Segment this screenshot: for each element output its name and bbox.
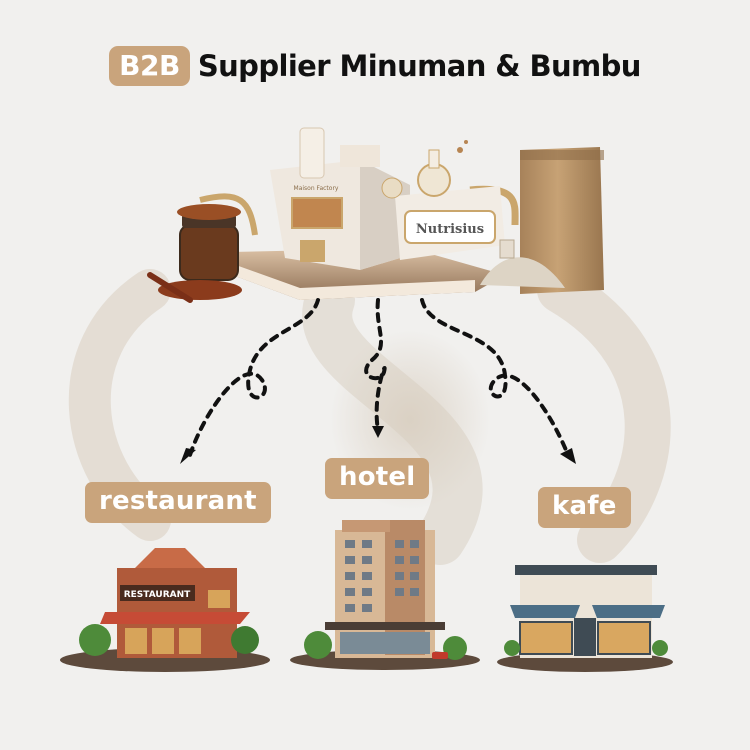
spice-jar: [147, 204, 242, 303]
factory-left-sign: Maison Factory: [294, 185, 339, 192]
title-text: Supplier Minuman & Bumbu: [197, 49, 642, 83]
cafe-building: [497, 565, 673, 672]
page-title: B2B Supplier Minuman & Bumbu: [0, 46, 750, 86]
factory-illustration: Nutrisius Maison Factory: [199, 127, 519, 300]
destination-label-kafe: kafe: [538, 487, 631, 528]
restaurant-sign: RESTAURANT: [124, 590, 191, 600]
destination-label-restaurant: restaurant: [85, 482, 271, 523]
hotel-building: [290, 520, 480, 670]
powder-bag: [480, 147, 604, 294]
arrow-heads: [180, 426, 576, 464]
restaurant-building: RESTAURANT: [60, 548, 270, 672]
factory-brand-sign: Nutrisius: [416, 222, 484, 237]
b2b-badge: B2B: [109, 46, 190, 86]
destination-label-hotel: hotel: [325, 458, 430, 499]
flow-arrows: [188, 298, 570, 457]
